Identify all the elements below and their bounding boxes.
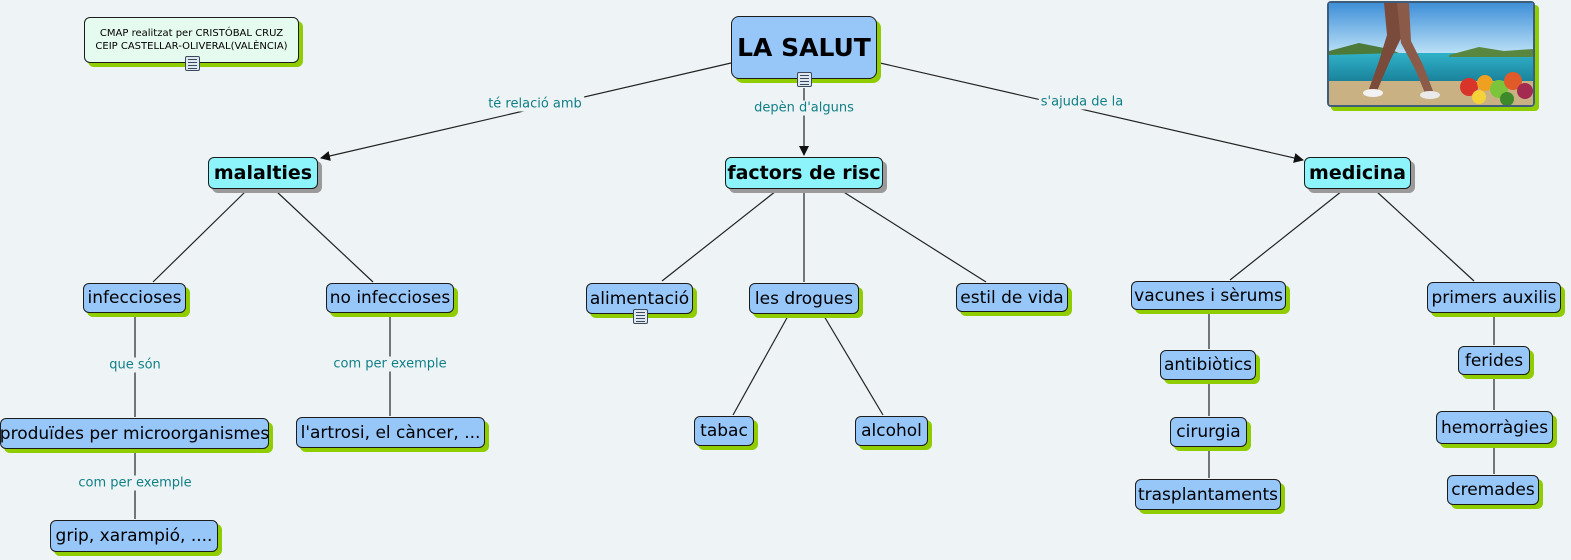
concept-node-alcohol[interactable]: alcohol — [855, 416, 928, 446]
root-concept-label: LA SALUT — [737, 33, 871, 62]
credit-line-1: CMAP realitzat per CRISTÓBAL CRUZ — [99, 28, 284, 39]
concept-node-ferides[interactable]: ferides — [1458, 346, 1530, 375]
concept-node-trasplantaments[interactable]: trasplantaments — [1135, 479, 1281, 510]
link-label-te-relacio: té relació amb — [486, 96, 584, 112]
concept-label: cremades — [1451, 480, 1535, 500]
concept-node-no-infeccioses[interactable]: no infeccioses — [326, 283, 454, 313]
credit-box[interactable]: CMAP realitzat per CRISTÓBAL CRUZ CEIP C… — [84, 17, 299, 63]
concept-node-artrosi-cancer[interactable]: l'artrosi, el càncer, ... — [296, 417, 485, 448]
concept-label: medicina — [1309, 162, 1406, 184]
concept-node-medicina[interactable]: medicina — [1304, 157, 1411, 189]
concept-node-tabac[interactable]: tabac — [694, 416, 754, 446]
credit-line-2: CEIP CASTELLAR-OLIVERAL(VALÈNCIA) — [95, 41, 288, 52]
concept-label: grip, xarampió, .... — [55, 526, 213, 546]
concept-label: l'artrosi, el càncer, ... — [300, 422, 481, 443]
concept-node-primers-auxilis[interactable]: primers auxilis — [1427, 282, 1561, 313]
concept-label: hemorràgies — [1440, 417, 1549, 438]
concept-node-alimentacio[interactable]: alimentació — [586, 283, 693, 314]
concept-node-malalties[interactable]: malalties — [208, 157, 318, 189]
concept-node-hemorragies[interactable]: hemorràgies — [1436, 411, 1553, 444]
concept-label: alimentació — [589, 288, 690, 309]
concept-label: produïdes per microorganismes — [0, 423, 270, 444]
concept-node-antibiotics[interactable]: antibiòtics — [1160, 350, 1256, 380]
root-concept-node[interactable]: LA SALUT — [731, 16, 877, 79]
concept-node-factors-de-risc[interactable]: factors de risc — [725, 157, 883, 189]
concept-label: tabac — [700, 421, 748, 441]
concept-node-estil-de-vida[interactable]: estil de vida — [956, 283, 1068, 312]
concept-label: les drogues — [754, 288, 854, 309]
concept-label: cirurgia — [1176, 422, 1241, 442]
runner-fruit-photo — [1327, 1, 1535, 107]
link-label-com-per-exemple: com per exemple — [76, 475, 194, 491]
concept-label: no infeccioses — [329, 288, 451, 308]
concept-label: vacunes i sèrums — [1134, 285, 1283, 306]
document-icon[interactable] — [633, 309, 648, 324]
link-label-com-per-exemple: com per exemple — [331, 356, 449, 372]
photo-illustration — [1329, 3, 1533, 105]
concept-label: trasplantaments — [1137, 484, 1279, 505]
concept-label: infeccioses — [87, 288, 182, 308]
concept-node-vacunes-i-serums[interactable]: vacunes i sèrums — [1131, 281, 1286, 310]
concept-node-grip-xarampio[interactable]: grip, xarampió, .... — [50, 520, 218, 552]
concept-node-cremades[interactable]: cremades — [1447, 475, 1539, 505]
concept-node-les-drogues[interactable]: les drogues — [749, 283, 859, 314]
concept-node-produides-per-microorganismes[interactable]: produïdes per microorganismes — [0, 418, 269, 449]
concept-node-cirurgia[interactable]: cirurgia — [1170, 417, 1247, 447]
link-label-depen: depèn d'alguns — [752, 100, 856, 116]
concept-label: ferides — [1464, 350, 1524, 371]
document-icon[interactable] — [797, 72, 812, 87]
concept-node-infeccioses[interactable]: infeccioses — [83, 283, 186, 313]
document-icon[interactable] — [185, 56, 200, 71]
concept-label: malalties — [213, 162, 313, 184]
concept-label: alcohol — [861, 421, 922, 441]
concept-label: estil de vida — [960, 287, 1064, 308]
link-label-sajuda: s'ajuda de la — [1038, 94, 1126, 110]
link-label-que-son: que són — [107, 357, 163, 373]
concept-label: primers auxilis — [1431, 287, 1557, 308]
concept-label: antibiòtics — [1163, 355, 1253, 375]
concept-label: factors de risc — [727, 162, 881, 184]
